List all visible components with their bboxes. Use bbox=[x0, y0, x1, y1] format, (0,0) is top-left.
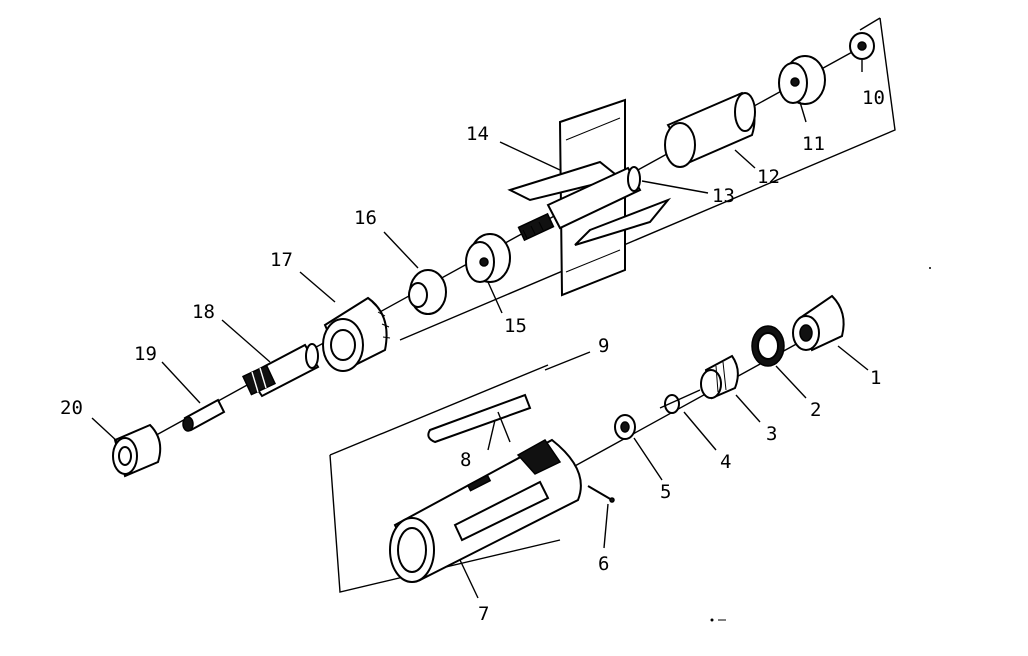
label-part-15: 15 bbox=[504, 315, 527, 337]
part-4-valve bbox=[659, 389, 701, 414]
part-2-gasket bbox=[751, 325, 785, 367]
part-13-rotor bbox=[517, 166, 642, 242]
label-part-18: 18 bbox=[192, 301, 215, 323]
lower-housing-frame bbox=[329, 364, 561, 593]
label-part-10: 10 bbox=[862, 87, 885, 109]
label-part-14: 14 bbox=[466, 123, 489, 145]
part-18-spindle bbox=[241, 343, 320, 398]
label-part-6: 6 bbox=[598, 553, 609, 575]
label-part-9: 9 bbox=[598, 335, 609, 357]
label-part-3: 3 bbox=[766, 423, 777, 445]
scan-speck bbox=[710, 618, 714, 622]
label-part-1: 1 bbox=[870, 367, 881, 389]
label-part-19: 19 bbox=[134, 343, 157, 365]
label-part-17: 17 bbox=[270, 249, 293, 271]
scan-speck bbox=[929, 267, 931, 269]
label-part-11: 11 bbox=[802, 133, 825, 155]
label-part-2: 2 bbox=[810, 399, 821, 421]
part-12-cylinder bbox=[664, 91, 756, 168]
label-part-16: 16 bbox=[354, 207, 377, 229]
label-part-12: 12 bbox=[757, 166, 780, 188]
part-1-air-inlet bbox=[792, 294, 845, 352]
label-part-5: 5 bbox=[660, 481, 671, 503]
label-part-8: 8 bbox=[460, 449, 471, 471]
part-3-valve-seat bbox=[700, 354, 739, 400]
part-19-collet bbox=[182, 398, 226, 432]
label-part-20: 20 bbox=[60, 397, 83, 419]
label-part-13: 13 bbox=[712, 185, 735, 207]
label-part-7: 7 bbox=[478, 603, 489, 625]
part-17-gear-housing bbox=[322, 296, 391, 372]
part-6-pin bbox=[587, 485, 615, 503]
part-16-bearing bbox=[408, 269, 447, 315]
part-15-front-plate bbox=[465, 233, 511, 283]
part-10-end-cap bbox=[849, 32, 875, 60]
label-part-4: 4 bbox=[720, 451, 731, 473]
part-20-collet-nut bbox=[112, 423, 162, 478]
leader-lines bbox=[91, 60, 869, 599]
part-labels: 10 11 12 13 14 15 16 17 18 19 20 1 2 3 4… bbox=[60, 87, 885, 625]
part-7-motor-housing bbox=[389, 438, 582, 583]
part-5-washer bbox=[614, 414, 636, 440]
part-8-throttle-lever bbox=[427, 393, 562, 475]
part-11-bearing-plate bbox=[778, 55, 826, 105]
